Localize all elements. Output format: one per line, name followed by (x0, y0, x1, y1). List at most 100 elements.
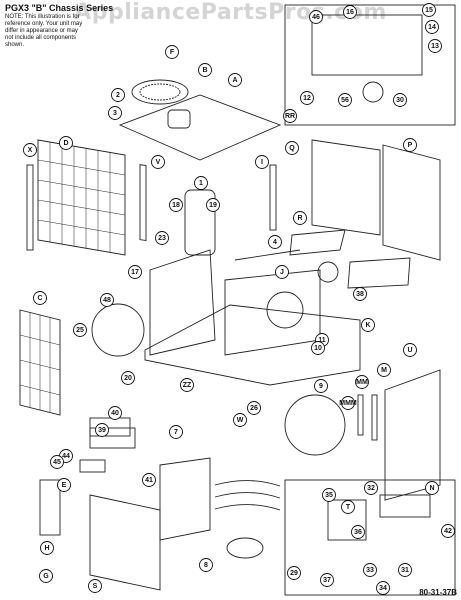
callout-a: A (228, 73, 242, 87)
callout-label: 32 (367, 485, 375, 492)
callout-label: D (63, 140, 68, 147)
chassis-base (144, 304, 361, 386)
callout-circle (59, 136, 73, 150)
callout-8: 8 (199, 558, 213, 572)
callout-circle (355, 375, 369, 389)
callout-label: 45 (53, 459, 61, 466)
callout-label: 16 (346, 9, 354, 16)
callout-label: ZZ (183, 382, 192, 389)
inset-controls (284, 4, 456, 126)
callout-circle (121, 371, 135, 385)
callout-label: 42 (444, 528, 452, 535)
callout-label: 19 (209, 202, 217, 209)
callout-label: 2 (116, 92, 120, 99)
callout-label: T (346, 504, 351, 511)
callout-circle (422, 3, 436, 17)
callout-13: 13 (428, 39, 442, 53)
callout-label: 30 (396, 97, 404, 104)
callout-circle (169, 198, 183, 212)
callout-d: D (59, 136, 73, 150)
callout-circle (108, 406, 122, 420)
callout-label: 9 (319, 383, 323, 390)
callout-32: 32 (364, 481, 378, 495)
callout-circle (88, 579, 102, 593)
side-panel-p (382, 144, 441, 261)
callout-label: 44 (62, 453, 70, 460)
callout-q: Q (285, 141, 299, 155)
callout-label: 12 (303, 95, 311, 102)
callout-circle (128, 265, 142, 279)
callout-39: 39 (95, 423, 109, 437)
callout-56: 56 (338, 93, 352, 107)
callout-circle (100, 293, 114, 307)
callout-circle (180, 378, 194, 392)
callout-41: 41 (142, 473, 156, 487)
callout-circle (351, 525, 365, 539)
callout-k: K (361, 318, 375, 332)
callout-label: 56 (341, 97, 349, 104)
callout-25: 25 (73, 323, 87, 337)
callout-label: 33 (366, 567, 374, 574)
callout-j: J (275, 265, 289, 279)
callout-p: P (403, 138, 417, 152)
callout-36: 36 (351, 525, 365, 539)
callout-circle (398, 563, 412, 577)
callout-label: 34 (379, 585, 387, 592)
callout-35: 35 (322, 488, 336, 502)
callout-circle (311, 341, 325, 355)
callout-48: 48 (100, 293, 114, 307)
callout-label: 15 (425, 7, 433, 14)
callout-circle (363, 563, 377, 577)
callout-label: MM (356, 379, 368, 386)
callout-label: G (43, 573, 49, 580)
callout-circle (361, 318, 375, 332)
callout-26: 26 (247, 401, 261, 415)
callout-circle (50, 455, 64, 469)
callout-circle (341, 396, 355, 410)
callout-label: 40 (111, 410, 119, 417)
callout-label: X (28, 147, 33, 154)
callout-mmm: MMM (339, 396, 357, 410)
callout-circle (403, 343, 417, 357)
callout-circle (165, 45, 179, 59)
callout-34: 34 (376, 581, 390, 595)
callout-label: N (429, 485, 434, 492)
callout-label: 41 (145, 477, 153, 484)
top-cover (118, 94, 282, 161)
callout-45: 45 (50, 455, 64, 469)
callout-29: 29 (287, 566, 301, 580)
callout-u: U (403, 343, 417, 357)
callout-label: MMM (339, 400, 357, 407)
callout-30: 30 (393, 93, 407, 107)
callout-circle (322, 488, 336, 502)
callout-label: U (407, 347, 412, 354)
callout-circle (23, 143, 37, 157)
callout-label: 23 (158, 235, 166, 242)
callout-label: 26 (250, 405, 258, 412)
callout-f: F (165, 45, 179, 59)
callout-t: T (341, 500, 355, 514)
callout-label: W (237, 417, 244, 424)
callout-v: V (151, 155, 165, 169)
callout-circle (314, 379, 328, 393)
compressor (184, 189, 216, 256)
callout-label: P (408, 142, 413, 149)
callout-circle (108, 106, 122, 120)
callout-circle (199, 558, 213, 572)
callout-label: 1 (199, 180, 203, 187)
callout-label: 14 (428, 24, 436, 31)
callout-label: 25 (76, 327, 84, 334)
callout-label: 3 (113, 110, 117, 117)
callout-circle (33, 291, 47, 305)
callout-20: 20 (121, 371, 135, 385)
callout-circle (283, 109, 297, 123)
callout-label: Q (289, 145, 295, 152)
callout-label: 4 (273, 239, 277, 246)
callout-c: C (33, 291, 47, 305)
callout-circle (233, 413, 247, 427)
callout-circle (275, 265, 289, 279)
callout-17: 17 (128, 265, 142, 279)
callout-46: 46 (309, 10, 323, 24)
callout-circle (293, 211, 307, 225)
callout-circle (353, 287, 367, 301)
